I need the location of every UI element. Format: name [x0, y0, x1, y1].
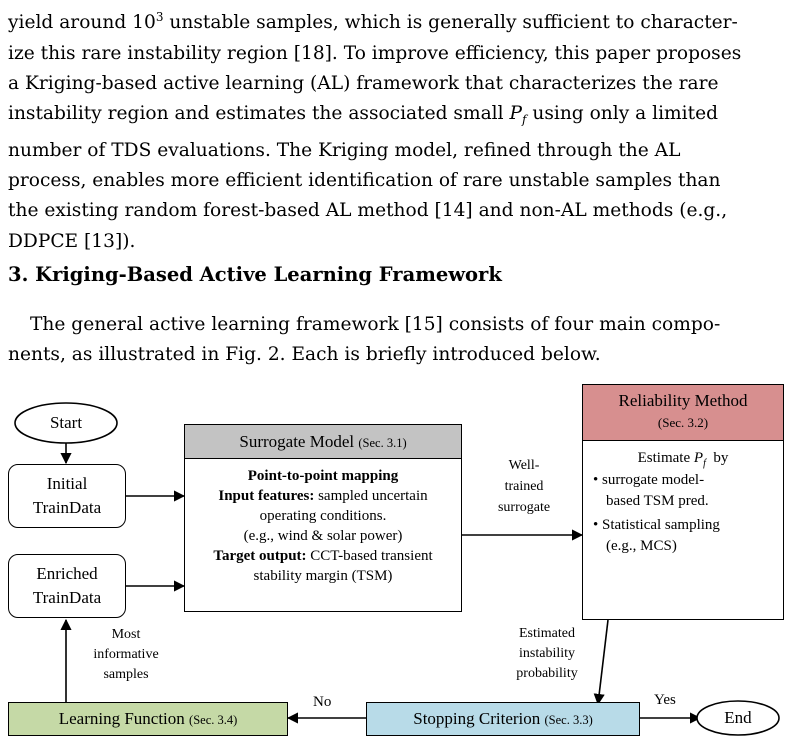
surrogate-target: Target output: CCT-based transient	[213, 548, 433, 564]
text-line: The general active learning framework [1…	[30, 314, 721, 335]
learning-function-label: Learning Function (Sec. 3.4)	[58, 709, 238, 728]
text-line: yield around 103 unstable samples, which…	[8, 10, 738, 34]
reliability-bullet-2: • Statistical sampling	[593, 517, 720, 533]
reliability-method-body: Estimate Pf by • surrogate model- based …	[582, 440, 784, 620]
text-line: instability region and estimates the ass…	[8, 103, 718, 128]
reliability-bullet-1-cont: based TSM pred.	[606, 493, 709, 509]
surrogate-input-cont: operating conditions.	[259, 508, 387, 524]
surrogate-model-title: Surrogate Model (Sec. 3.1)	[239, 432, 407, 451]
enriched-traindata-line1: Enriched	[36, 564, 98, 583]
text-line: the existing random forest-based AL meth…	[8, 200, 728, 222]
arrow-reliability-stopping	[593, 619, 609, 706]
reliability-method-title: Reliability Method	[618, 391, 748, 410]
initial-traindata-box: Initial TrainData	[8, 464, 126, 528]
reliability-method-ref: (Sec. 3.2)	[657, 415, 709, 430]
text-line: ize this rare instability region [18]. T…	[8, 42, 742, 64]
reliability-bullet-1: • surrogate model-	[593, 472, 705, 488]
figure-arrows	[14, 402, 780, 736]
surrogate-example: (e.g., wind & solar power)	[243, 528, 403, 544]
no-label: No	[313, 694, 332, 710]
enriched-traindata-line2: TrainData	[32, 588, 102, 607]
start-label: Start	[49, 413, 83, 432]
text-line: process, enables more efficient identifi…	[8, 169, 721, 191]
reliability-bullet-2-cont: (e.g., MCS)	[606, 538, 677, 554]
text-line: a Kriging-based active learning (AL) fra…	[8, 73, 719, 94]
surrogate-target-cont: stability margin (TSM)	[253, 568, 393, 584]
reliability-method-header: Reliability Method (Sec. 3.2)	[582, 384, 784, 442]
surrogate-model-body: Point-to-point mapping Input features: s…	[184, 458, 462, 612]
yes-label: Yes	[654, 692, 676, 708]
initial-traindata-line2: TrainData	[32, 498, 102, 517]
section-heading: 3. Kriging-Based Active Learning Framewo…	[8, 263, 502, 286]
initial-traindata-line1: Initial	[46, 474, 88, 493]
end-label: End	[724, 708, 752, 727]
paragraph-framework: The general active learning framework [1…	[8, 310, 782, 371]
reliability-estimate: Estimate Pf by	[637, 450, 729, 469]
surrogate-model-header: Surrogate Model (Sec. 3.1)	[184, 424, 462, 460]
estimated-probability-label: Estimated instability probability	[516, 626, 578, 681]
text-line: DDPCE [13]).	[8, 230, 136, 252]
well-trained-label: Well- trained surrogate	[497, 458, 551, 515]
end-terminal	[696, 700, 780, 736]
surrogate-input: Input features: sampled uncertain	[218, 488, 428, 504]
enriched-traindata-box: Enriched TrainData	[8, 554, 126, 618]
text-line: nents, as illustrated in Fig. 2. Each is…	[8, 344, 601, 366]
paragraph-intro: yield around 103 unstable samples, which…	[8, 2, 782, 257]
text-line: number of TDS evaluations. The Kriging m…	[8, 139, 681, 161]
most-informative-label: Most informative samples	[93, 627, 159, 682]
framework-figure: Start End Initial TrainData Enriched Tra…	[0, 384, 789, 748]
stopping-criterion-box: Stopping Criterion (Sec. 3.3)	[366, 702, 640, 736]
learning-function-box: Learning Function (Sec. 3.4)	[8, 702, 288, 736]
stopping-criterion-label: Stopping Criterion (Sec. 3.3)	[413, 709, 593, 728]
surrogate-mapping: Point-to-point mapping	[247, 468, 399, 484]
